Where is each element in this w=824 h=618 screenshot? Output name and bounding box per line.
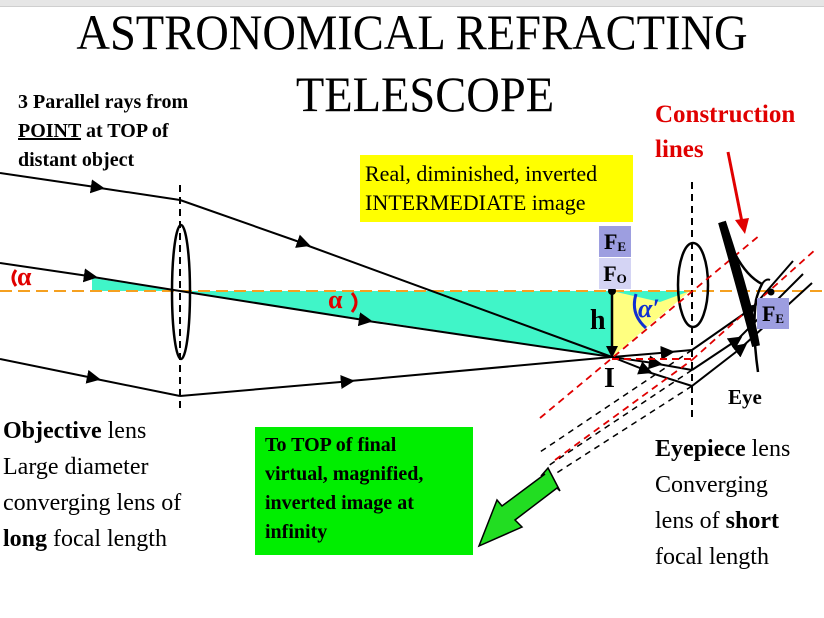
page-title-line2: TELESCOPE <box>295 66 555 122</box>
eye-label: Eye <box>728 385 762 409</box>
focal-point-dot <box>608 287 616 295</box>
window-top-bar <box>0 0 824 7</box>
alpha-prime-cyan-sliver <box>612 291 690 302</box>
final-image-callout: To TOP of final virtual, magnified, inve… <box>255 427 473 555</box>
ray-mid-refracted <box>179 290 373 327</box>
intermediate-image-callout: Real, diminished, inverted INTERMEDIATE … <box>360 155 633 222</box>
ray-top-refracted <box>179 199 311 248</box>
intermediate-image-point-label: I <box>604 363 615 394</box>
ray-bottom-emergent <box>691 343 748 387</box>
alpha-arc-left <box>11 269 18 287</box>
virtual-ray-extension-3 <box>554 385 693 475</box>
alpha-prime-label: α′ <box>638 294 660 323</box>
image-height-label: h <box>590 305 606 336</box>
construction-pointer-arrow <box>726 151 744 223</box>
construction-line-parallel <box>691 249 816 361</box>
eyepiece-lens-description: Eyepiece lens Converging lens of short f… <box>655 436 791 570</box>
focal-point-objective-label: FO <box>599 258 631 289</box>
ray-bottom-refracted <box>179 374 355 397</box>
alpha-prime-shaded-region <box>612 291 690 357</box>
focal-point-eyepiece-label-right: FE <box>757 298 789 329</box>
objective-lens-description: Objective lens Large diameter converging… <box>3 418 182 552</box>
final-image-direction-arrow <box>477 466 561 548</box>
virtual-ray-extension-2 <box>547 369 693 467</box>
ray-mid-incoming <box>0 262 98 283</box>
ray-bottom-incoming <box>0 358 101 384</box>
alpha-label-mid: α <box>328 285 343 314</box>
alpha-arc-mid <box>350 292 358 313</box>
virtual-ray-extension-1 <box>539 349 693 453</box>
alpha-label-left: α <box>17 262 32 291</box>
eyepiece-lens <box>676 241 710 329</box>
ray-top-incoming <box>0 172 105 194</box>
eye-lens-shape <box>718 220 760 348</box>
eye-focal-dot <box>767 288 775 296</box>
construction-lines-label: Construction lines <box>655 101 796 163</box>
parallel-rays-label: 3 Parallel rays from POINT at TOP of dis… <box>18 91 189 171</box>
focal-point-eyepiece-label: FE <box>599 226 631 257</box>
alpha-prime-arc <box>632 293 648 330</box>
ray-top-to-eyepiece <box>611 345 675 360</box>
eye-outline <box>720 221 764 373</box>
page-title-line1: ASTRONOMICAL REFRACTING <box>76 4 748 60</box>
